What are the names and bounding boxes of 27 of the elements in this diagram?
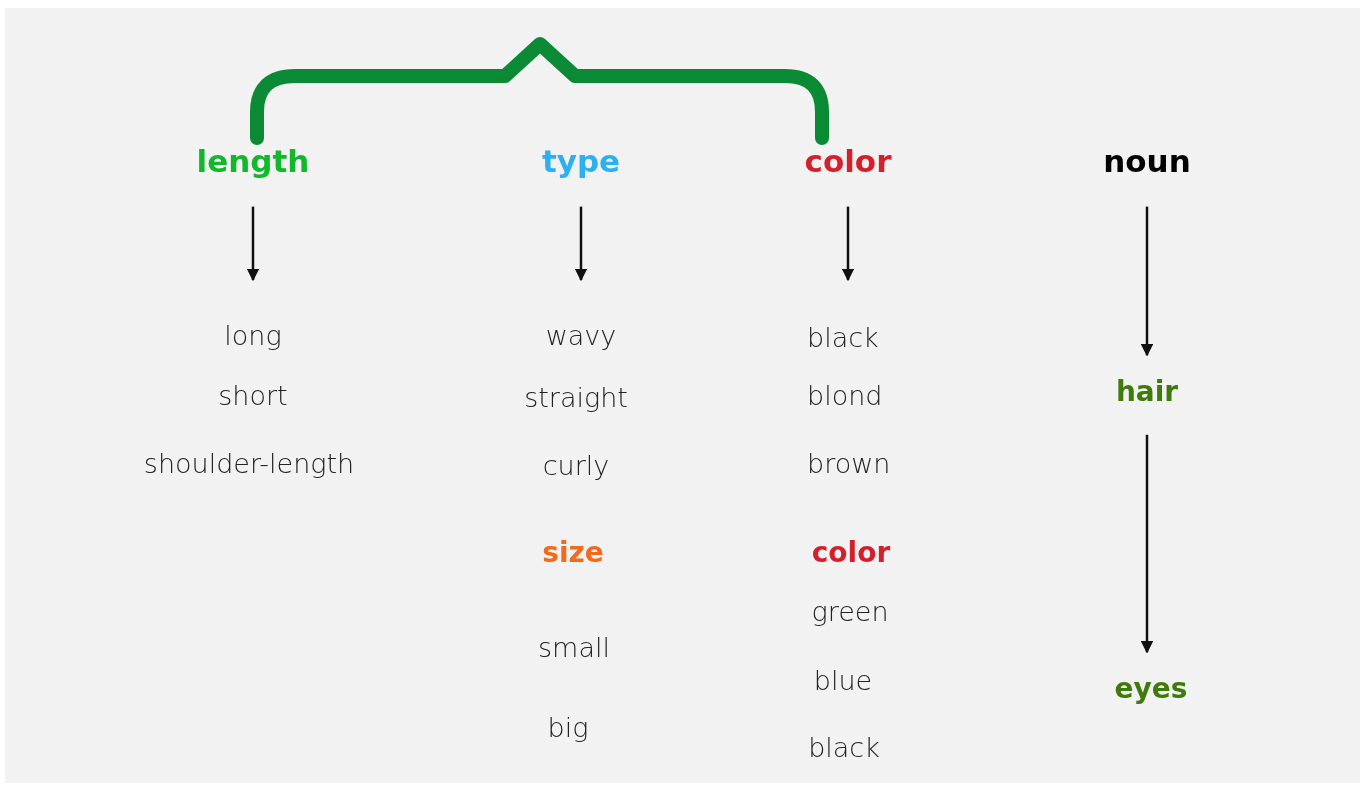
word-text: black: [807, 321, 879, 355]
word-text: shoulder-length: [143, 447, 355, 481]
word-text: big: [547, 711, 589, 745]
arrow: [1140, 434, 1154, 654]
word-text: brown: [807, 447, 891, 481]
heading-text: eyes: [1114, 672, 1188, 706]
word-text: blond: [807, 379, 883, 413]
word-text: black: [808, 731, 880, 765]
heading-text: type: [541, 143, 621, 181]
word-text: long: [224, 319, 282, 353]
word-text: short: [218, 379, 288, 413]
arrow: [574, 206, 588, 282]
word-text: green: [811, 595, 889, 629]
heading-text: noun: [1103, 143, 1191, 181]
arrow: [1140, 206, 1154, 357]
word-text: wavy: [545, 319, 617, 353]
arrow: [841, 206, 855, 282]
word-text: small: [538, 631, 610, 665]
word-text: straight: [524, 381, 628, 415]
heading-text: color: [811, 536, 891, 570]
word-text: curly: [542, 449, 610, 483]
arrow: [246, 206, 260, 282]
heading-text: color: [804, 143, 892, 181]
word-text: blue: [813, 664, 873, 698]
heading-text: length: [196, 143, 310, 181]
heading-text: hair: [1115, 375, 1179, 409]
heading-text: size: [542, 536, 604, 570]
